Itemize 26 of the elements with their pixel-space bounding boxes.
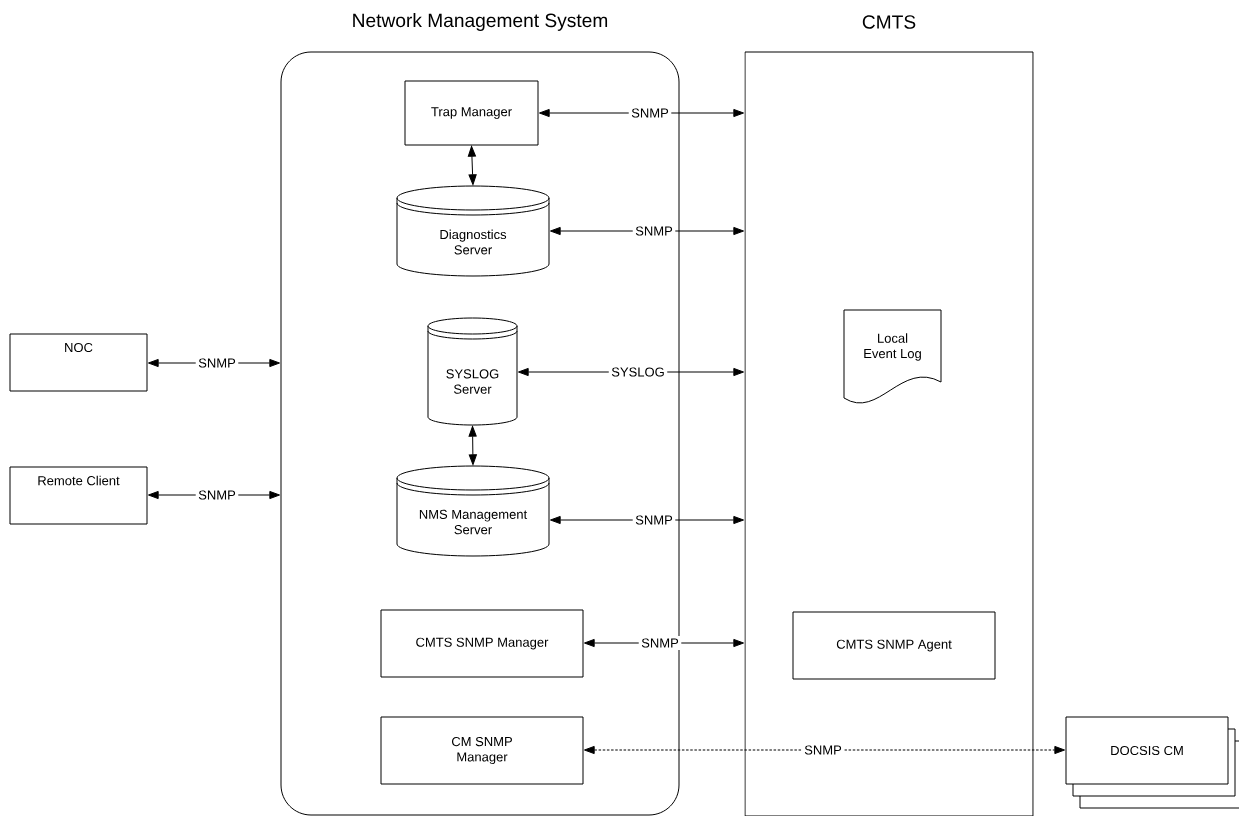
edge-label: SNMP	[632, 512, 676, 528]
stacked-box: DOCSIS CM	[1065, 716, 1239, 809]
edge-label: SNMP	[638, 635, 682, 651]
system-title: CMTS	[862, 15, 916, 29]
database-cylinder: Diagnostics Server	[396, 185, 550, 277]
edge-label: SNMP	[801, 742, 845, 758]
node-label: Diagnostics Server	[440, 229, 507, 255]
process-box: CM SNMP Manager	[380, 716, 584, 785]
process-box: NOC	[9, 333, 148, 392]
edge-label: SNMP	[628, 105, 672, 121]
node-label: SYSLOG Server	[446, 369, 499, 394]
system-title: Network Management System	[353, 13, 608, 31]
process-box: CMTS SNMP Manager	[380, 609, 584, 678]
edge-label: SNMP	[632, 223, 676, 239]
database-cylinder: SYSLOG Server	[427, 317, 518, 426]
process-box: Trap Manager	[404, 80, 539, 146]
process-box: Remote Client	[9, 466, 148, 525]
arrow	[584, 745, 1065, 755]
database-cylinder: NMS Management Server	[396, 465, 550, 557]
arrow	[467, 146, 477, 185]
edge-label: SNMP	[195, 487, 239, 503]
edge-label: SNMP	[195, 355, 239, 371]
arrow	[468, 426, 477, 465]
node-label: NMS Management Server	[419, 509, 528, 535]
edge-label: SYSLOG	[608, 364, 668, 380]
process-box: CMTS SNMP Agent	[792, 611, 996, 680]
